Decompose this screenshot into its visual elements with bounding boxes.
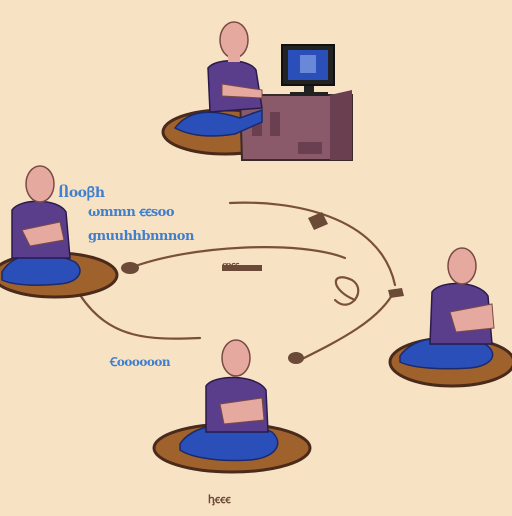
- left-label-line2: ωmmn ꞓꞓsoo: [88, 205, 175, 220]
- meditating-person-bottom: [179, 339, 279, 462]
- rope-left: [78, 293, 202, 340]
- monitor-base: [290, 92, 328, 96]
- meditating-person-right: [399, 247, 495, 370]
- rope-knot: [333, 276, 360, 306]
- desk-side: [330, 90, 352, 160]
- screen-window: [300, 55, 316, 73]
- desk-drawer: [298, 142, 322, 154]
- rope-end-icon: [388, 288, 404, 298]
- meditating-person-left: [1, 165, 81, 286]
- left-label-line3: gnuuhhbnnnon: [88, 229, 194, 244]
- monitor-stand: [304, 86, 314, 92]
- bottom-label: Ꞓoooooon: [110, 355, 171, 369]
- left-label-line1: Ⴖooꞵh: [58, 185, 105, 201]
- rope-right: [298, 288, 397, 362]
- rope-end-icon: [121, 262, 139, 274]
- rope-ends: [121, 212, 404, 364]
- desk-drawer: [270, 112, 280, 136]
- center-small-label: ꝏꞓꞓ: [222, 261, 239, 271]
- desk-with-computer: [238, 44, 353, 161]
- rope-middle: [128, 246, 347, 270]
- rope-end-icon: [288, 352, 304, 364]
- person-at-computer: [173, 21, 263, 137]
- connecting-ropes: [78, 201, 397, 362]
- footer-caption: ꞕꞓꞓꞓ: [208, 493, 231, 506]
- rope-top: [228, 201, 397, 287]
- rope-end-icon: [222, 265, 262, 271]
- rope-end-icon: [308, 212, 328, 230]
